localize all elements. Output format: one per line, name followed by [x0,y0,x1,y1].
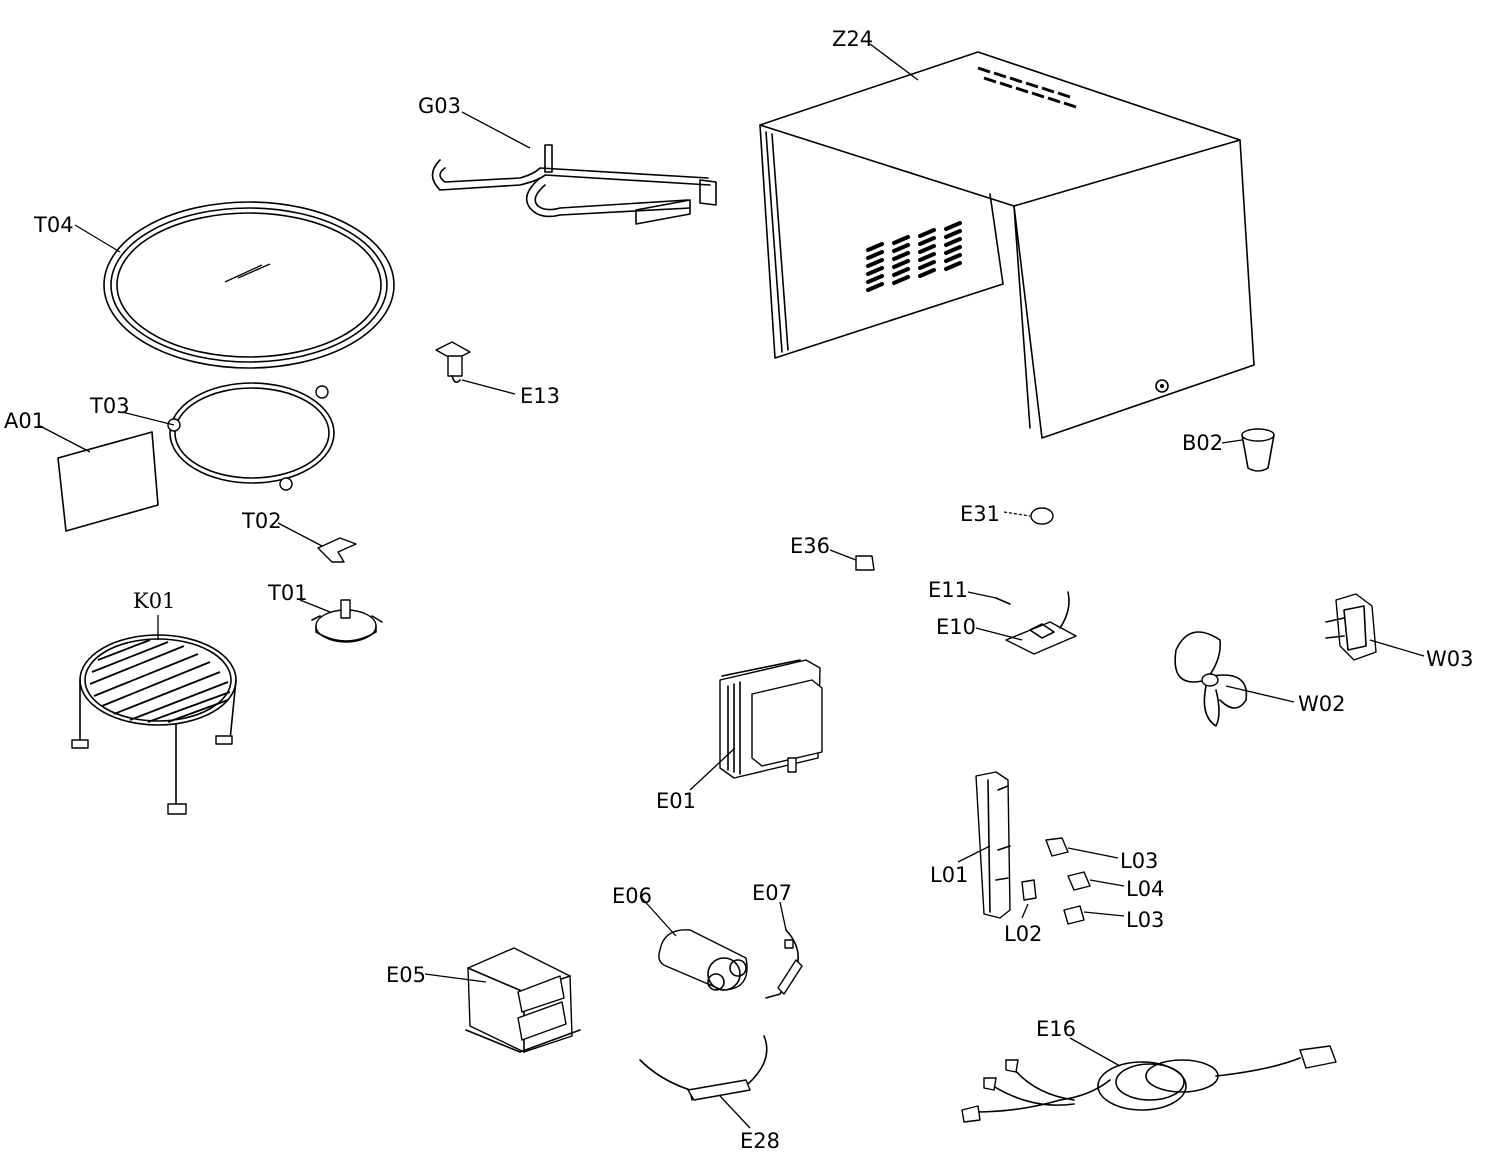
label-e28: E28 [740,1129,780,1153]
label-t04: T04 [33,213,74,237]
part-w03-fan-motor: W03 [1325,593,1474,671]
vent-slots [866,221,962,292]
label-e31: E31 [960,502,1000,526]
label-e10: E10 [936,615,976,639]
part-b02-foot: B02 [1182,428,1275,472]
part-w02-fan-blade: W02 [1174,631,1346,727]
label-g03: G03 [418,94,461,118]
label-e36: E36 [790,534,830,558]
label-e01: E01 [656,789,696,813]
label-e13: E13 [520,384,560,408]
label-l02: L02 [1004,922,1042,946]
label-z24: Z24 [832,27,873,51]
part-e07-diode: E07 [752,881,803,999]
part-e10-board: E11 E10 [928,578,1077,655]
label-w02: W02 [1298,692,1346,716]
label-k01: K01 [133,589,175,613]
label-l03-top: L03 [1120,849,1158,873]
label-l03-bottom: L03 [1126,908,1164,932]
label-l04: L04 [1126,877,1164,901]
part-t04-glass-tray: T04 [33,201,395,369]
part-l03-switch-top: L03 [1045,837,1158,873]
part-e01-magnetron: E01 [656,659,823,813]
part-a01-manual: A01 [4,409,159,532]
top-vent-marks [977,66,1077,109]
part-e13-thermostat: E13 [435,341,560,408]
part-e31-fuse: E31 [960,502,1054,526]
label-w03: W03 [1426,647,1474,671]
part-e16-power-cord: E16 [961,1017,1337,1123]
part-e05-transformer: E05 [386,947,581,1053]
part-t02-coupler: T02 [241,509,357,563]
label-b02: B02 [1182,431,1223,455]
label-e05: E05 [386,963,426,987]
label-t02: T02 [241,509,282,533]
label-e16: E16 [1036,1017,1076,1041]
label-t01: T01 [267,581,308,605]
part-l01-latch-bracket: L01 L02 [930,771,1042,946]
label-e11: E11 [928,578,968,602]
label-t03: T03 [89,394,130,418]
part-e06-capacitor: E06 [612,884,748,991]
part-g03-heater: G03 [418,94,717,225]
part-e36-sensor: E36 [790,534,875,571]
label-l01: L01 [930,863,968,887]
part-l04-switch: L04 [1067,871,1164,901]
part-t03-roller-ring: T03 [89,382,335,491]
label-e07: E07 [752,881,792,905]
part-k01-grill-rack: K01 [71,589,237,815]
part-t01-motor: T01 [267,581,383,643]
part-e28-fuse-wire: E28 [639,1035,780,1153]
label-a01: A01 [4,409,45,433]
label-e06: E06 [612,884,652,908]
part-z24-cabinet: Z24 [759,27,1255,439]
part-l03-switch-bottom: L03 [1063,905,1164,932]
